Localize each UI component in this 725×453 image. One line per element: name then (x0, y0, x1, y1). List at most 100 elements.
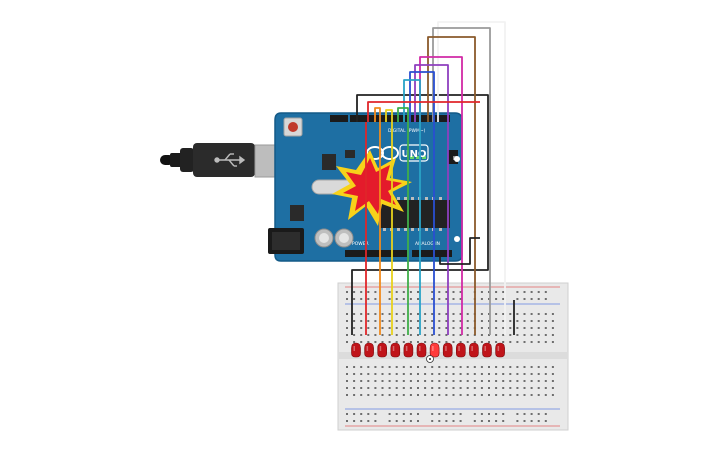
breadboard-hole[interactable] (502, 387, 505, 389)
breadboard-hole[interactable] (353, 413, 356, 415)
breadboard-hole[interactable] (544, 420, 547, 422)
breadboard-hole[interactable] (452, 413, 455, 415)
jumper-wires[interactable] (351, 21, 515, 335)
breadboard-hole[interactable] (488, 298, 490, 300)
breadboard-hole[interactable] (502, 394, 505, 396)
breadboard-hole[interactable] (523, 387, 526, 389)
breadboard-hole[interactable] (417, 413, 419, 415)
breadboard-hole[interactable] (438, 366, 441, 368)
breadboard-hole[interactable] (516, 298, 519, 300)
breadboard-hole[interactable] (480, 366, 483, 368)
wire-purple[interactable] (414, 64, 449, 335)
breadboard-hole[interactable] (509, 327, 512, 329)
breadboard-hole[interactable] (488, 327, 490, 329)
breadboard-hole[interactable] (367, 366, 370, 368)
breadboard-hole[interactable] (395, 420, 398, 422)
breadboard-hole[interactable] (537, 373, 540, 375)
breadboard-hole[interactable] (431, 327, 434, 329)
breadboard-hole[interactable] (452, 320, 455, 322)
breadboard-hole[interactable] (424, 334, 427, 336)
breadboard-hole[interactable] (459, 320, 462, 322)
breadboard-hole[interactable] (367, 373, 370, 375)
breadboard-hole[interactable] (480, 420, 483, 422)
breadboard-hole[interactable] (544, 387, 547, 389)
breadboard-hole[interactable] (431, 420, 434, 422)
breadboard-hole[interactable] (431, 380, 434, 382)
breadboard-hole[interactable] (459, 313, 462, 315)
breadboard-hole[interactable] (374, 291, 377, 293)
breadboard-hole[interactable] (516, 327, 519, 329)
breadboard-hole[interactable] (459, 327, 462, 329)
breadboard-hole[interactable] (374, 380, 377, 382)
breadboard-hole[interactable] (402, 380, 405, 382)
breadboard-hole[interactable] (480, 373, 483, 375)
breadboard[interactable] (337, 282, 569, 431)
breadboard-hole[interactable] (381, 320, 384, 322)
breadboard-hole[interactable] (431, 320, 434, 322)
breadboard-hole[interactable] (374, 313, 377, 315)
breadboard-hole[interactable] (424, 373, 427, 375)
breadboard-hole[interactable] (480, 320, 483, 322)
breadboard-hole[interactable] (530, 313, 533, 315)
breadboard-hole[interactable] (530, 298, 533, 300)
led[interactable] (456, 342, 466, 358)
breadboard-hole[interactable] (409, 387, 412, 389)
breadboard-hole[interactable] (495, 413, 498, 415)
breadboard-hole[interactable] (537, 387, 540, 389)
breadboard-hole[interactable] (509, 373, 512, 375)
breadboard-hole[interactable] (417, 366, 419, 368)
breadboard-hole[interactable] (445, 327, 448, 329)
breadboard-hole[interactable] (374, 387, 377, 389)
breadboard-hole[interactable] (409, 298, 412, 300)
breadboard-hole[interactable] (523, 327, 526, 329)
led[interactable] (390, 342, 401, 358)
breadboard-hole[interactable] (523, 341, 526, 343)
breadboard-hole[interactable] (367, 341, 370, 343)
breadboard-hole[interactable] (388, 380, 391, 382)
breadboard-hole[interactable] (409, 341, 412, 343)
breadboard-hole[interactable] (495, 366, 498, 368)
breadboard-hole[interactable] (360, 327, 363, 329)
breadboard-hole[interactable] (530, 373, 533, 375)
led[interactable] (364, 342, 374, 358)
breadboard-hole[interactable] (495, 327, 498, 329)
breadboard-hole[interactable] (459, 291, 462, 293)
breadboard-hole[interactable] (452, 387, 455, 389)
breadboard-hole[interactable] (537, 313, 540, 315)
breadboard-hole[interactable] (417, 341, 419, 343)
breadboard-hole[interactable] (516, 366, 519, 368)
breadboard-hole[interactable] (544, 366, 547, 368)
breadboard-hole[interactable] (452, 334, 455, 336)
digital-header[interactable] (350, 115, 450, 122)
breadboard-hole[interactable] (445, 298, 448, 300)
breadboard-hole[interactable] (431, 298, 434, 300)
breadboard-hole[interactable] (495, 387, 498, 389)
breadboard-hole[interactable] (388, 366, 391, 368)
breadboard-hole[interactable] (488, 313, 490, 315)
breadboard-hole[interactable] (495, 313, 498, 315)
breadboard-hole[interactable] (445, 380, 448, 382)
breadboard-hole[interactable] (417, 420, 419, 422)
breadboard-hole[interactable] (537, 366, 540, 368)
breadboard-hole[interactable] (409, 420, 412, 422)
breadboard-hole[interactable] (360, 366, 363, 368)
breadboard-holes[interactable] (346, 291, 554, 422)
breadboard-hole[interactable] (395, 366, 398, 368)
breadboard-hole[interactable] (480, 327, 483, 329)
breadboard-hole[interactable] (537, 327, 540, 329)
breadboard-hole[interactable] (509, 366, 512, 368)
breadboard-hole[interactable] (480, 298, 483, 300)
breadboard-hole[interactable] (431, 341, 434, 343)
breadboard-hole[interactable] (402, 298, 405, 300)
breadboard-hole[interactable] (530, 394, 533, 396)
breadboard-hole[interactable] (417, 327, 419, 329)
breadboard-hole[interactable] (388, 327, 391, 329)
breadboard-hole[interactable] (367, 413, 370, 415)
breadboard-hole[interactable] (495, 380, 498, 382)
breadboard-hole[interactable] (367, 313, 370, 315)
breadboard-hole[interactable] (537, 413, 540, 415)
breadboard-hole[interactable] (374, 420, 377, 422)
breadboard-hole[interactable] (353, 313, 356, 315)
breadboard-hole[interactable] (388, 313, 391, 315)
breadboard-hole[interactable] (530, 327, 533, 329)
